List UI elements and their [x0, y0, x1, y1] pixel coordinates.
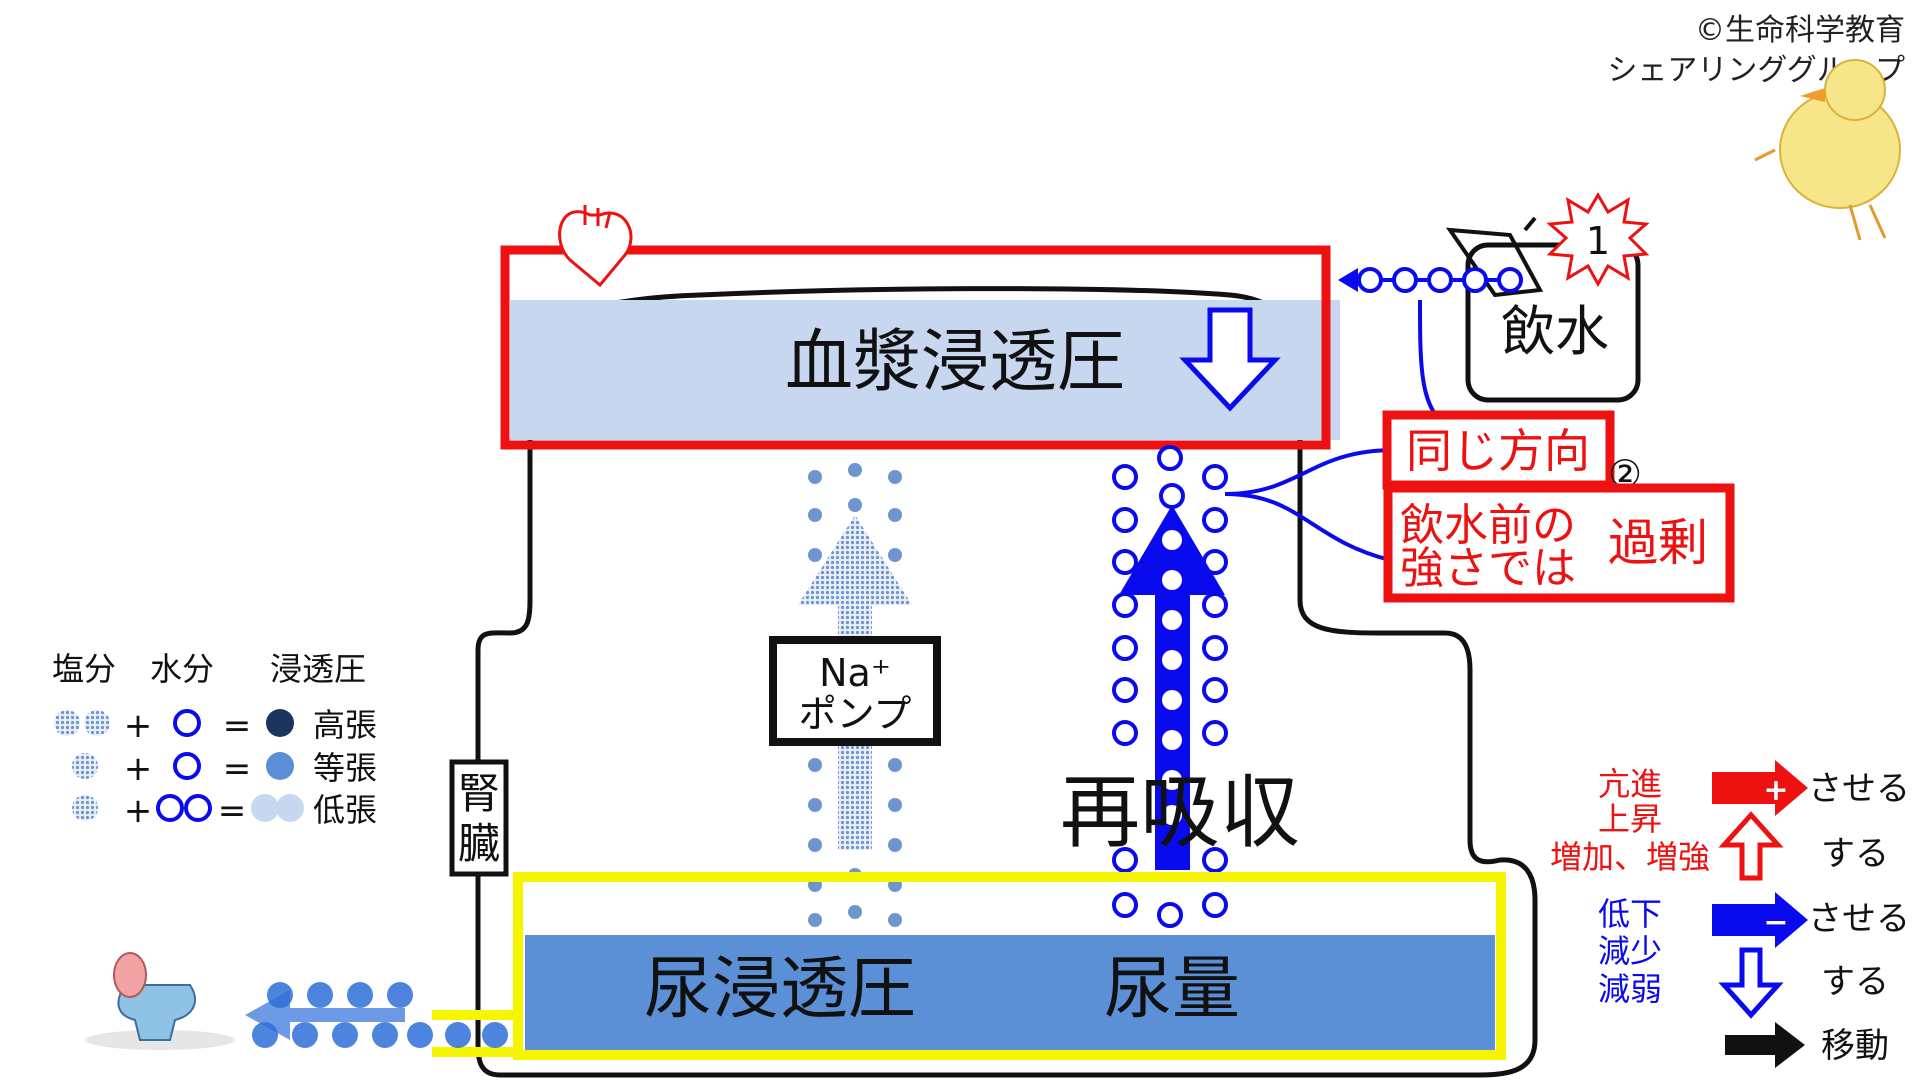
- legend-op: =: [223, 749, 252, 789]
- plus-sign-icon: +: [1763, 773, 1788, 808]
- black-move-arrow-icon: [1725, 1022, 1805, 1068]
- reabsorption-up-arrow: [1119, 505, 1225, 870]
- legend-op: +: [124, 791, 153, 831]
- blue-hollow-down-arrow-icon: [1718, 947, 1784, 1019]
- salt-dot-icon: [54, 710, 80, 736]
- excess-label: 過剰: [1608, 514, 1708, 572]
- copyright-line1: ©生命科学教育: [1695, 13, 1905, 48]
- same-direction-label: 同じ方向: [1406, 424, 1590, 478]
- heart-icon: [558, 205, 633, 288]
- water-circles-column: [1112, 445, 1228, 928]
- kidney-outline: [475, 286, 1538, 1078]
- red-hollow-up-arrow-icon: [1718, 811, 1784, 881]
- legend-op: +: [124, 706, 153, 746]
- salt-dot-icon: [84, 710, 110, 736]
- legend-causative-up: させる: [1808, 769, 1910, 809]
- plasma-box: [500, 245, 1331, 450]
- urine-outflow-arrow: [245, 990, 405, 1040]
- urine-fill: [525, 935, 1495, 1053]
- urine-outflow-dots: [252, 982, 508, 1048]
- legend-label-hypertonic: 高張: [313, 706, 377, 744]
- legend-up-term-2: 上昇: [1598, 800, 1662, 838]
- salt-dot-icon: [72, 753, 98, 779]
- legend-up-term-3: 増加、増強: [1550, 838, 1710, 876]
- kidney-label-box: [449, 759, 509, 877]
- legend-header-water: 水分: [150, 650, 214, 688]
- plasma-down-arrow-icon: [1179, 307, 1281, 412]
- legend-causative-down: させる: [1808, 899, 1910, 939]
- legend-label-isotonic: 等張: [313, 749, 377, 787]
- kidney-label-line2: 臓: [458, 819, 500, 868]
- legend-do-down: する: [1821, 962, 1889, 1002]
- legend-up-term-1: 亢進: [1598, 765, 1662, 803]
- na-pump-line1: Na⁺: [819, 651, 891, 695]
- urine-box: [513, 872, 1506, 1060]
- burst-badge-icon: [1546, 192, 1650, 288]
- right-legend: 亢進 上昇 増加、増強 + させる する 低下 減少 減弱 − させる する 移…: [1550, 760, 1910, 1068]
- hypertonic-dot-icon: [266, 709, 294, 737]
- before-drink-line2: 強さでは: [1400, 543, 1576, 594]
- reabsorption-arrow-circles: [1162, 530, 1182, 825]
- red-filled-plus-arrow-icon: [1712, 760, 1808, 816]
- na-pump-line2: ポンプ: [799, 692, 912, 736]
- na-pump-box: [769, 636, 941, 746]
- drink-badge-number: 1: [1586, 219, 1610, 263]
- drink-label: 飲水: [1501, 300, 1609, 363]
- water-circle-top: [1159, 483, 1185, 509]
- water-circle-icon: [173, 709, 201, 737]
- legend-do-up: する: [1821, 834, 1889, 874]
- legend-down-term-2: 減少: [1598, 932, 1662, 970]
- water-inflow-arrow: [1338, 267, 1523, 293]
- chick-mascot-icon: [1754, 59, 1901, 241]
- before-drink-line1: 飲水前の: [1400, 500, 1576, 551]
- legend-op: =: [223, 706, 252, 746]
- hypotonic-dot-icon: [251, 794, 279, 822]
- water-circle-icon: [156, 794, 184, 822]
- salt-dots-column: [808, 463, 902, 927]
- salt-dot-icon: [72, 795, 98, 821]
- urine-volume-label: 尿量: [1104, 950, 1240, 1029]
- hypotonic-dot-icon: [276, 794, 304, 822]
- legend-header-osmotic: 浸透圧: [270, 650, 366, 688]
- minus-sign-icon: −: [1763, 905, 1788, 940]
- legend-header-salt: 塩分: [52, 650, 116, 688]
- urine-osmotic-label: 尿浸透圧: [644, 950, 916, 1029]
- water-circle-icon: [184, 794, 212, 822]
- toilet-icon: [85, 952, 235, 1050]
- legend-down-term-1: 低下: [1598, 895, 1662, 933]
- legend-move: 移動: [1821, 1026, 1889, 1066]
- plasma-label: 血漿浸透圧: [785, 323, 1125, 402]
- legend-op: +: [124, 749, 153, 789]
- legend-label-hypotonic: 低張: [313, 791, 377, 829]
- kidney-label-line1: 腎: [458, 769, 500, 818]
- legend-op: =: [218, 791, 247, 831]
- blue-filled-minus-arrow-icon: [1712, 892, 1808, 948]
- water-circle-icon: [173, 752, 201, 780]
- excess-box: [1383, 483, 1735, 603]
- reabsorption-label: 再吸収: [1060, 766, 1300, 859]
- left-legend: 塩分 水分 浸透圧 + = 高張 + = 等張 + = 低張: [52, 650, 377, 831]
- legend-down-term-3: 減弱: [1598, 970, 1662, 1008]
- isotonic-dot-icon: [266, 752, 294, 780]
